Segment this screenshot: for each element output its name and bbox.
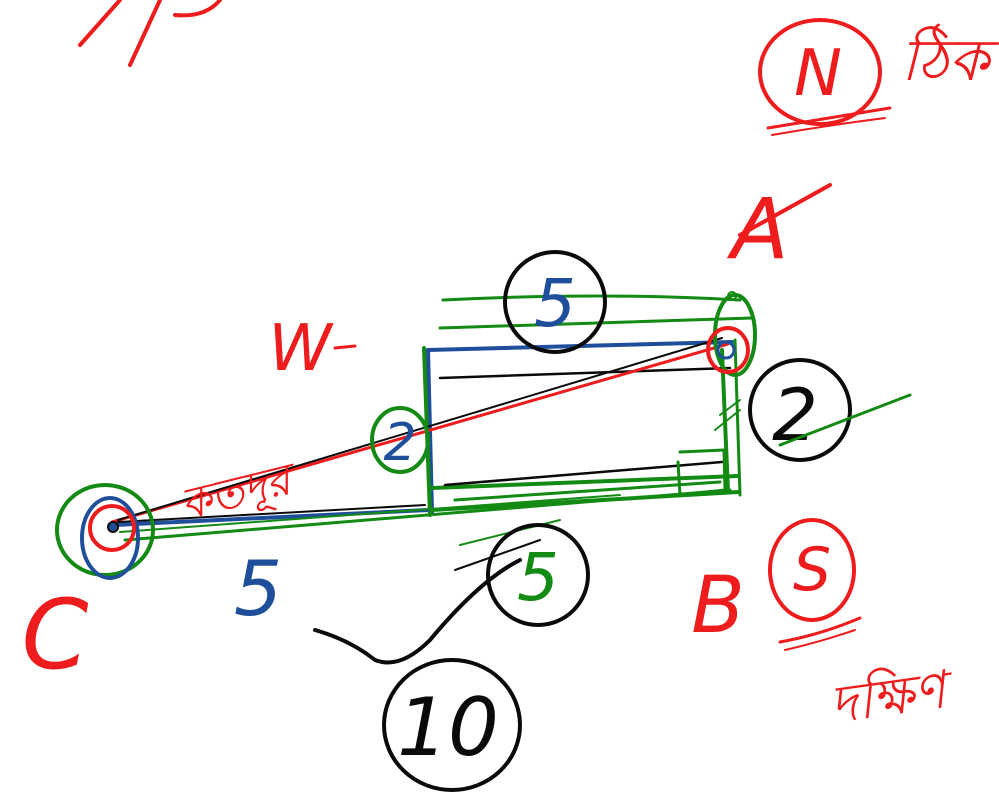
diagonal-note: কতদূর — [175, 452, 303, 533]
south-badge: S — [768, 518, 862, 651]
point-c-marker — [55, 483, 155, 580]
answer-label: 10 — [397, 681, 499, 774]
north-badge: N — [758, 18, 892, 136]
point-a-label: A — [726, 180, 788, 278]
left-length-badge: 2 — [370, 406, 430, 474]
west-label: W — [268, 312, 334, 386]
top-length-label: 5 — [534, 265, 576, 342]
south-label: S — [793, 535, 831, 605]
diagonal-length-label: 5 — [234, 544, 282, 633]
bottom-length-label: 5 — [517, 539, 559, 616]
bottom-length-badge: 5 — [486, 523, 590, 627]
right-length-label: 2 — [772, 373, 818, 457]
diagonal-lines — [110, 337, 732, 571]
point-b-label: B — [691, 561, 745, 651]
point-c-label: C — [21, 579, 88, 691]
left-length-label: 2 — [383, 413, 416, 473]
rectangle-shape — [422, 294, 754, 517]
answer-badge: 10 — [313, 558, 522, 792]
south-note: দক্ষিণ — [826, 657, 959, 736]
north-label: N — [794, 37, 842, 111]
right-length-badge: 2 — [714, 358, 912, 462]
point-a-marker — [706, 291, 757, 377]
corner-scribble — [78, 0, 222, 67]
north-note: ঠিক — [901, 23, 999, 94]
top-length-badge: 5 — [503, 250, 607, 354]
